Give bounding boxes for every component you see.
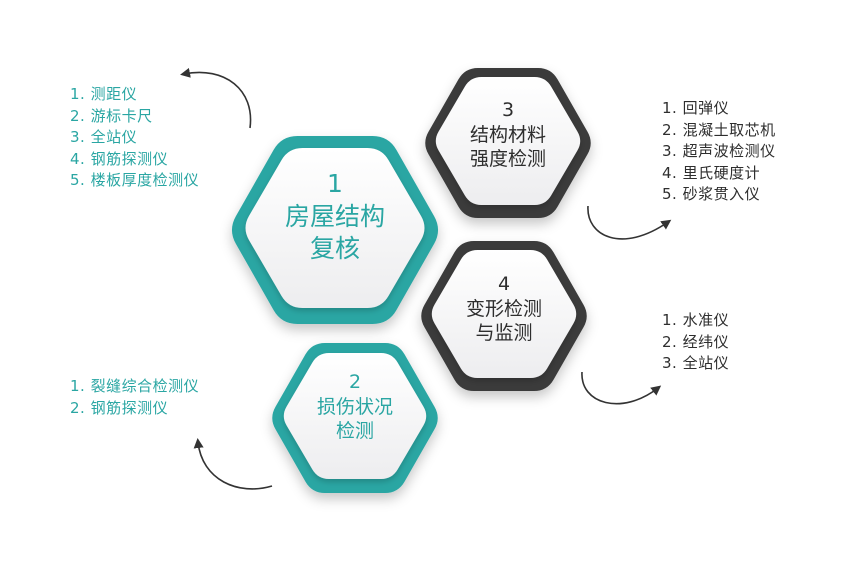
node-2-equipment-list: 1. 裂缝综合检测仪 2. 钢筋探测仪 [70,376,199,419]
list-item: 3. 全站仪 [70,128,138,146]
node-1-hexagon [231,136,439,324]
node-2-label: 2 损伤状况 检测 [290,370,420,444]
list-item: 2. 钢筋探测仪 [70,398,169,417]
list-item: 2. 游标卡尺 [70,106,153,125]
arrow-node2-list [193,438,273,490]
node-1-hexagon-face [245,148,425,308]
node-3-hexagon [425,68,591,218]
list-item: 2. 经纬仪 [662,332,730,351]
node-2-title-line1: 损伤状况 [316,395,393,418]
node-1-label: 1 房屋结构 复核 [250,168,420,266]
node-1-title-line1: 房屋结构 [284,201,385,231]
node-3-title-line1: 结构材料 [469,123,546,146]
list-item: 2. 混凝土取芯机 [662,120,776,139]
list-item: 5. 楼板厚度检测仪 [70,171,200,189]
node-1-number: 1 [327,169,343,198]
list-item: 1. 测距仪 [70,85,138,103]
node-3-label: 3 结构材料 强度检测 [438,98,578,172]
list-item: 3. 超声波检测仪 [662,142,776,160]
node-1-equipment-list: 1. 测距仪 2. 游标卡尺 3. 全站仪 4. 钢筋探测仪 5. 楼板厚度检测… [70,84,199,192]
node-4-hexagon [421,241,587,391]
list-item: 1. 回弹仪 [662,99,730,117]
node-4-title-line2: 与监测 [475,322,533,345]
node-2-hexagon-face [283,353,427,479]
node-3-hexagon-face [435,77,581,205]
node-3-number: 3 [501,99,515,121]
list-item: 3. 全站仪 [662,354,730,372]
arrow-node3-list [587,205,672,240]
list-item: 1. 裂缝综合检测仪 [70,377,200,395]
node-3-title-line2: 强度检测 [469,148,546,171]
arrow-node1-list [180,67,252,129]
node-2-hexagon [272,343,438,493]
node-4-number: 4 [497,273,511,295]
list-item: 4. 钢筋探测仪 [70,149,169,168]
node-4-title-line1: 变形检测 [465,297,542,320]
node-2-number: 2 [348,371,362,393]
node-3-equipment-list: 1. 回弹仪 2. 混凝土取芯机 3. 超声波检测仪 4. 里氏硬度计 5. 砂… [662,98,776,206]
node-4-hexagon-face [431,250,577,378]
arrow-node4-list [581,371,662,405]
node-2-title-line2: 检测 [335,420,374,443]
node-4-equipment-list: 1. 水准仪 2. 经纬仪 3. 全站仪 [662,310,729,375]
list-item: 5. 砂浆贯入仪 [662,185,761,203]
list-item: 4. 里氏硬度计 [662,163,761,182]
list-item: 1. 水准仪 [662,311,730,329]
node-4-label: 4 变形检测 与监测 [434,272,574,346]
node-1-title-line2: 复核 [309,234,360,263]
